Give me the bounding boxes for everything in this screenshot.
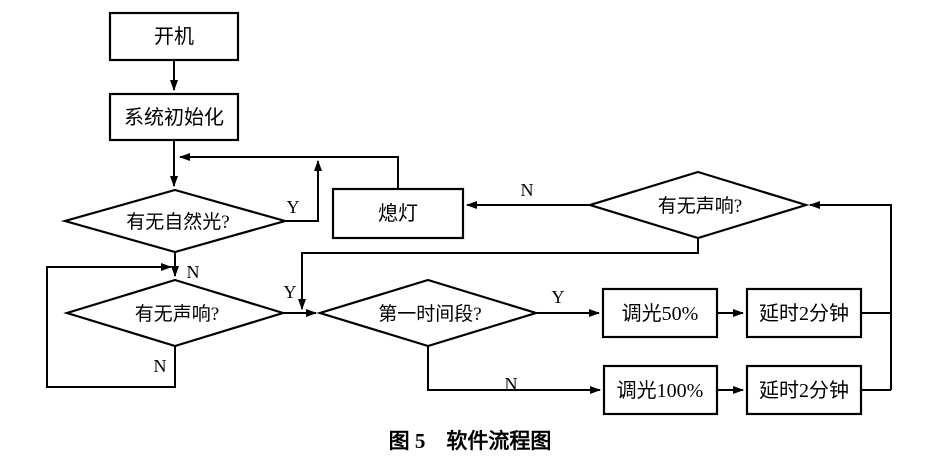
node-dim-50 [601, 287, 719, 339]
node-delay-2min-top-label: 延时2分钟 [759, 302, 849, 325]
node-lights-off [331, 187, 465, 240]
edge-soundleft-no-loop [46, 263, 176, 388]
edge-soundright-loop [298, 238, 699, 310]
edge-label-soundleft-no: N [154, 356, 167, 376]
edge-label-naturallight-yes: Y [287, 197, 300, 217]
edge-rail-to-soundright [809, 201, 892, 390]
node-dim-100 [602, 364, 719, 416]
edge-lightsoff-return [179, 153, 399, 189]
decision-sound-right [586, 170, 810, 240]
edge-label-naturallight-no: N [187, 262, 200, 282]
node-dim-100-label: 调光100% [617, 379, 704, 402]
edge-label-soundleft-yes: Y [284, 282, 297, 302]
node-dim-50-label: 调光50% [622, 302, 699, 325]
decision-sound-left [63, 278, 287, 348]
decision-sound-right-label: 有无声响? [658, 195, 742, 217]
edge-label-firstperiod-yes: Y [552, 287, 565, 307]
node-delay-2min-top [745, 287, 863, 339]
edge-label-soundright-no: N [521, 180, 534, 200]
edge-firstperiod-no [427, 346, 601, 394]
node-delay-2min-bottom-label: 延时2分钟 [759, 379, 849, 402]
edge-naturallight-yes [285, 160, 322, 222]
decision-first-period [316, 278, 540, 348]
edge-label-firstperiod-no: N [505, 374, 518, 394]
decision-natural-light [60, 188, 290, 254]
decision-natural-light-label: 有无自然光? [126, 211, 229, 233]
figure-caption: 图 5 软件流程图 [389, 429, 552, 453]
node-power-on-label: 开机 [154, 25, 194, 48]
node-power-on [108, 11, 240, 62]
node-lights-off-label: 熄灯 [378, 202, 418, 225]
node-system-init [108, 92, 240, 142]
decision-first-period-label: 第一时间段? [378, 303, 481, 325]
node-delay-2min-bottom [745, 364, 863, 416]
decision-sound-left-label: 有无声响? [135, 303, 219, 325]
node-system-init-label: 系统初始化 [124, 106, 224, 129]
